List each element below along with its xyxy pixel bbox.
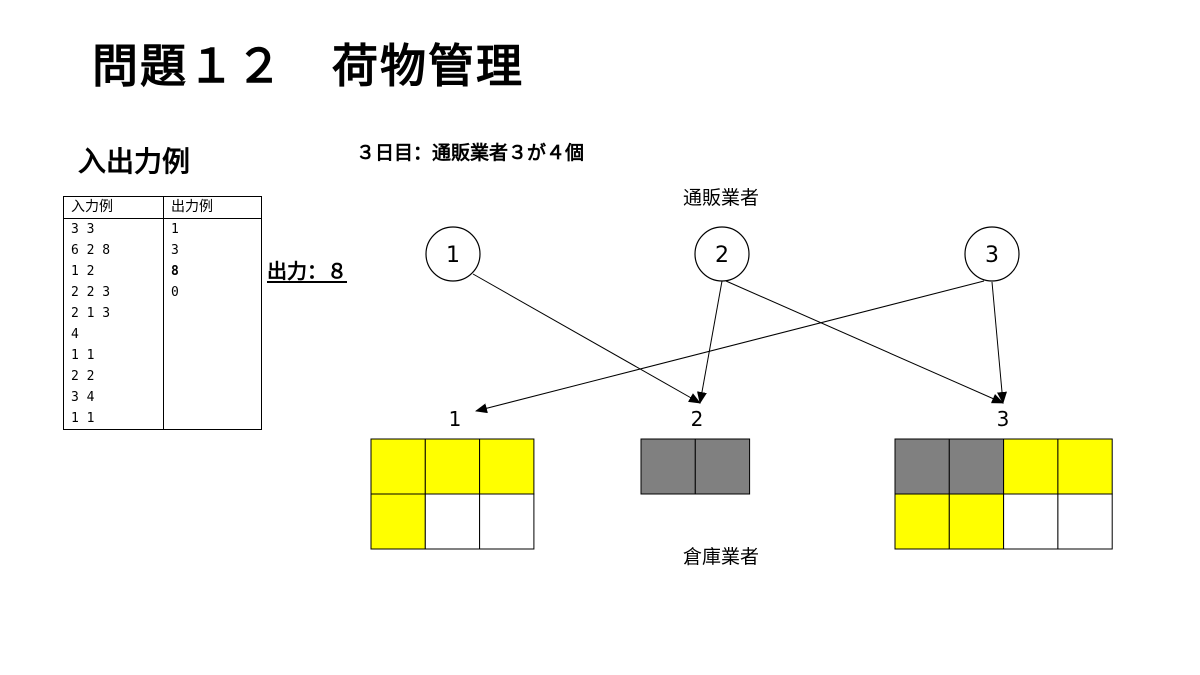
storage-cell-yellow	[894, 493, 950, 550]
supplier-node-label: 3	[985, 243, 999, 268]
output-line	[163, 345, 262, 366]
io-table-row: 3 4	[63, 387, 262, 408]
io-table-header-row: 入力例 出力例	[63, 196, 262, 219]
output-line	[163, 387, 262, 408]
input-column-header: 入力例	[63, 196, 164, 219]
supplier-group-label: 通販業者	[683, 187, 759, 209]
storage-cell-gray	[948, 438, 1005, 495]
storage-cell-yellow	[1057, 438, 1113, 495]
output-callout: 出力：８	[267, 259, 347, 283]
output-line: 1	[163, 218, 262, 240]
warehouse-label: 3	[997, 407, 1010, 431]
io-example-heading: 入出力例	[78, 145, 191, 178]
supplier-node-label: 1	[446, 243, 460, 268]
output-line	[163, 303, 262, 324]
warehouse-group-label: 倉庫業者	[683, 546, 759, 568]
output-column-header: 出力例	[163, 196, 262, 219]
storage-cell-white	[479, 493, 535, 550]
output-line: 8	[163, 261, 262, 282]
storage-cell-gray	[894, 438, 950, 495]
edge-2-to-3	[725, 280, 1004, 404]
storage-cell-yellow	[370, 438, 426, 495]
storage-cell-yellow	[370, 493, 426, 550]
storage-cell-white	[424, 493, 481, 550]
storage-cell-gray	[640, 438, 696, 495]
output-line	[163, 408, 262, 430]
io-table-row: 1 1	[63, 345, 262, 366]
input-line: 2 2 3	[63, 282, 164, 303]
edge-1-to-2	[472, 273, 701, 404]
warehouse-2	[640, 438, 751, 495]
output-line	[163, 366, 262, 387]
output-line	[163, 324, 262, 345]
storage-cell-gray	[694, 438, 751, 495]
storage-cell-yellow	[479, 438, 535, 495]
storage-cell-yellow	[948, 493, 1005, 550]
storage-cell-yellow	[1003, 438, 1059, 495]
io-table-row: 2 2	[63, 366, 262, 387]
page-title: 問題１２ 荷物管理	[92, 39, 524, 93]
storage-cell-white	[1003, 493, 1059, 550]
day-caption: ３日目：通販業者３が４個	[356, 142, 585, 164]
edge-2-to-2	[697, 280, 723, 404]
warehouse-1	[370, 438, 535, 550]
edge-3-to-1	[475, 280, 985, 414]
warehouse-label: 2	[691, 407, 704, 431]
warehouse-label: 1	[449, 407, 462, 431]
io-table-row: 1 1	[63, 408, 262, 430]
storage-cell-yellow	[424, 438, 481, 495]
output-line: 3	[163, 240, 262, 261]
edge-3-to-3	[991, 281, 1007, 404]
supplier-node-1	[425, 226, 481, 282]
supplier-node-label: 2	[715, 243, 729, 268]
io-table-row: 4	[63, 324, 262, 345]
warehouse-3	[894, 438, 1113, 550]
io-table-row: 2 1 3	[63, 303, 262, 324]
output-line: 0	[163, 282, 262, 303]
storage-cell-white	[1057, 493, 1113, 550]
supplier-node-2	[694, 226, 750, 282]
supplier-node-3	[964, 226, 1020, 282]
